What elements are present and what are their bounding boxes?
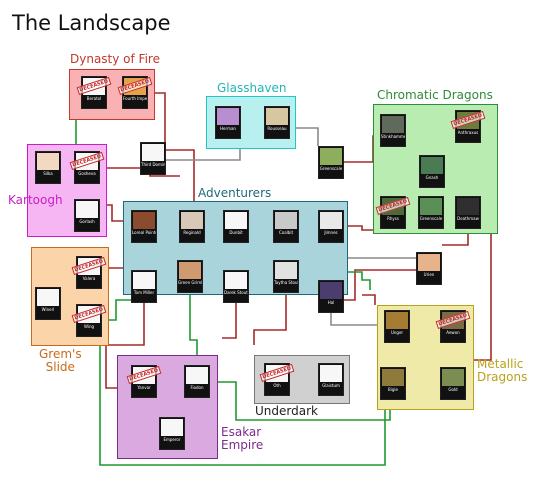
card-gold-name: Gold (448, 387, 458, 392)
card-third-dominic-name: Third Dominic (141, 162, 165, 167)
card-yanvar[interactable]: Yanvar DECEASED (126, 365, 162, 398)
card-unger-name: Unger (390, 330, 404, 335)
card-emperor[interactable]: Emperor (159, 417, 185, 450)
group-esakar-empire-label: Esakar Empire (221, 425, 264, 452)
card-glaistum-name: Glaistum (322, 383, 340, 388)
card-gold[interactable]: Gold (440, 367, 466, 400)
card-beratol-name: Beratol (86, 96, 102, 101)
card-wing-name: Wing (83, 324, 95, 329)
card-fourth-imperial-name: Fourth Imperial (123, 96, 147, 101)
card-green-grimlin[interactable]: Green Grimlin (177, 260, 203, 293)
card-greenscale-gnoll-name: Greenscale (319, 166, 343, 171)
card-bigie[interactable]: Bigie (380, 367, 406, 400)
card-urien[interactable]: Urien (416, 252, 442, 285)
group-metallic-dragons-label: Metallic Dragons (477, 357, 528, 384)
card-herman-name: Herman (220, 126, 236, 131)
card-winerl-name: Winerl (41, 307, 55, 312)
card-aewon-name: Aewon (446, 330, 460, 335)
card-oth-name: Oth (273, 383, 281, 388)
page-title: The Landscape (12, 11, 171, 35)
card-winerl[interactable]: Winerl (35, 287, 61, 320)
card-gnash[interactable]: Gnash (419, 155, 445, 188)
group-dynasty-of-fire-label: Dynasty of Fire (70, 52, 160, 66)
card-tom-miller[interactable]: Tom Miller (131, 270, 157, 303)
card-oth[interactable]: Oth DECEASED (259, 363, 295, 396)
card-hal[interactable]: Hal (318, 280, 344, 313)
card-aewon[interactable]: Aewon DECEASED (435, 310, 471, 343)
card-reginald[interactable]: Reginald (179, 210, 205, 243)
card-tom-miller-name: Tom Miller (133, 290, 155, 295)
card-darek-stoutlaw[interactable]: Darek Stoutlaw (223, 270, 249, 303)
card-greenscale-name: Greenscale (419, 216, 443, 221)
card-dunbit[interactable]: Dunbit (223, 210, 249, 243)
card-jimnes[interactable]: Jimnes (318, 210, 344, 243)
link-taytha-underdark (253, 293, 287, 345)
card-beratol[interactable]: Beratol DECEASED (76, 76, 112, 109)
card-deathmaw[interactable]: Deathmaw (455, 196, 481, 229)
group-chromatic-dragons-label: Chromatic Dragons (377, 88, 493, 102)
card-third-dominic[interactable]: Third Dominic (140, 142, 166, 175)
card-silkie-name: Silka (43, 171, 53, 176)
group-adventurers-label: Adventurers (198, 186, 272, 200)
card-silkie[interactable]: Silka (35, 151, 61, 184)
card-fourth-imperial[interactable]: Fourth Imperial DECEASED (117, 76, 153, 109)
card-emperor-name: Emperor (163, 437, 181, 442)
card-unger[interactable]: Unger (384, 310, 410, 343)
card-anthraxus[interactable]: Anthraxus DECEASED (450, 110, 486, 143)
card-greenscale-gnoll[interactable]: Greenscale (318, 146, 344, 179)
group-glasshaven-label: Glasshaven (217, 81, 287, 95)
card-fiodon-name: Fiodon (190, 385, 204, 390)
card-rhyss-name: Rhyss (387, 216, 399, 221)
card-gnash-name: Gnash (425, 175, 439, 180)
card-glaistum[interactable]: Glaistum (318, 363, 344, 396)
group-kartoogh-label: Kartoogh (8, 193, 63, 207)
card-gorlash[interactable]: Gorlash (74, 199, 100, 232)
card-yanvar-name: Yanvar (137, 385, 151, 390)
card-dunbit-name: Dunbit (229, 230, 243, 235)
card-urien-name: Urien (423, 272, 435, 277)
card-fiodon[interactable]: Fiodon (184, 365, 210, 398)
group-grems-slide-label: Grem's Slide (39, 347, 82, 374)
card-green-grimlin-name: Green Grimlin (178, 280, 202, 285)
card-coalbit-name: Coalbit (278, 230, 294, 235)
card-rousseau-name: Rousseau (267, 126, 287, 131)
link-urien-hal (344, 269, 416, 301)
card-loreal-name: Loreal Pointe (132, 230, 156, 235)
card-stinkhammer-name: Stinkhammer (381, 134, 405, 139)
card-anthraxus-name: Anthraxus (457, 130, 479, 135)
card-rousseau[interactable]: Rousseau (264, 106, 290, 139)
link-adventurers-metallic (362, 294, 376, 305)
card-coalbit[interactable]: Coalbit (273, 210, 299, 243)
card-taytha-stoutlaw-name: Taytha Stoutlaw (274, 280, 298, 285)
card-jimnes-name: Jimnes (324, 230, 338, 235)
card-stinkhammer[interactable]: Stinkhammer (380, 114, 406, 147)
card-valera[interactable]: Valera DECEASED (71, 256, 107, 289)
card-wing[interactable]: Wing DECEASED (71, 304, 107, 337)
card-valera-name: Valera (82, 276, 96, 281)
card-loreal[interactable]: Loreal Pointe (131, 210, 157, 243)
group-underdark-label: Underdark (255, 404, 318, 418)
card-herman[interactable]: Herman (215, 106, 241, 139)
card-gosheva-name: Gosheva (78, 171, 96, 176)
link-darek-esakar (222, 303, 237, 339)
card-deathmaw-name: Deathmaw (457, 216, 479, 221)
card-taytha-stoutlaw[interactable]: Taytha Stoutlaw (273, 260, 299, 293)
card-bigie-name: Bigie (388, 387, 398, 392)
card-hal-name: Hal (327, 300, 335, 305)
card-reginald-name: Reginald (183, 230, 201, 235)
card-greenscale[interactable]: Greenscale (418, 196, 444, 229)
card-darek-stoutlaw-name: Darek Stoutlaw (224, 290, 248, 295)
card-rhyss[interactable]: Rhyss DECEASED (375, 196, 411, 229)
card-gorlash-name: Gorlash (79, 219, 95, 224)
card-gosheva[interactable]: Gosheva DECEASED (69, 151, 105, 184)
